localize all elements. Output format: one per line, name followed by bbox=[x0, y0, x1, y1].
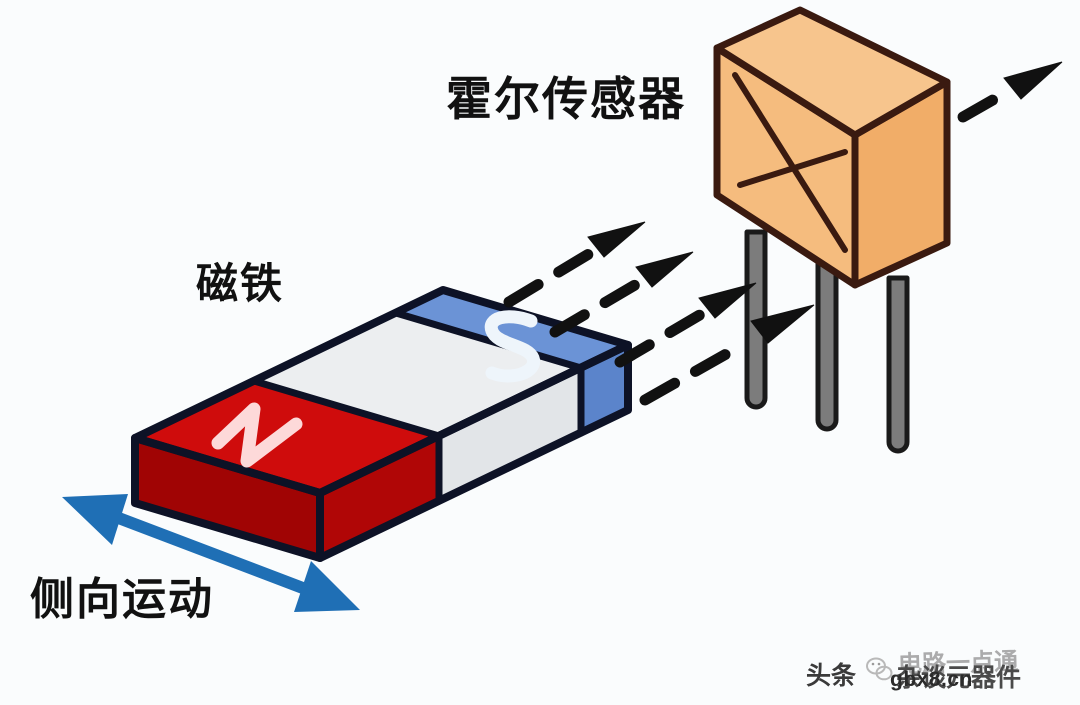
field-arrow-3 bbox=[614, 282, 757, 368]
field-arrow-4-shaft bbox=[639, 339, 748, 406]
magnet-pole-dividers bbox=[250, 309, 585, 505]
hall-sensor-label: 霍尔传感器 bbox=[446, 73, 686, 125]
watermark-url: gbx8.cn bbox=[890, 668, 973, 691]
sensor-pins bbox=[744, 229, 910, 454]
field-arrow-2-shaft bbox=[549, 276, 646, 338]
field-arrow-4-head bbox=[750, 304, 815, 344]
sensor-top-face bbox=[713, 6, 951, 139]
bar-magnet bbox=[131, 286, 632, 562]
field-arrow-5-shaft bbox=[957, 87, 1011, 123]
field-arrow-2 bbox=[549, 251, 694, 338]
magnet-outlines bbox=[131, 286, 632, 562]
motion-arrow-head-left bbox=[62, 494, 128, 545]
magnet-front-south bbox=[581, 345, 628, 433]
magnet-front-north bbox=[320, 436, 439, 558]
field-arrow-2-head bbox=[635, 251, 694, 288]
magnet-letter-n bbox=[211, 402, 303, 468]
field-arrow-1-shaft bbox=[503, 246, 598, 308]
field-arrow-3-shaft bbox=[614, 307, 709, 368]
sensor-x-stroke-2 bbox=[737, 149, 848, 188]
motion-arrow-head-right bbox=[294, 561, 360, 612]
lateral-motion-arrow bbox=[62, 494, 360, 612]
wechat-badge-icon bbox=[866, 657, 893, 681]
hall-sensor-component bbox=[713, 6, 951, 454]
magnet-label: 磁铁 bbox=[196, 260, 285, 307]
field-arrow-3-head bbox=[698, 282, 757, 319]
magnet-front-outline bbox=[316, 341, 632, 562]
field-arrow-1-head bbox=[587, 221, 646, 258]
magnetic-field-arrows bbox=[503, 61, 1063, 406]
magnet-top-south bbox=[396, 290, 628, 368]
sensor-x-stroke-1 bbox=[732, 72, 848, 253]
sensor-pin-2 bbox=[815, 253, 839, 432]
magnet-letter-s bbox=[484, 310, 540, 383]
magnet-left-end-face bbox=[135, 438, 320, 558]
watermark-account-name: 杂谈元器件 bbox=[896, 664, 1022, 692]
magnet-pole-letters bbox=[211, 310, 540, 468]
field-arrow-5-exit bbox=[957, 61, 1063, 123]
field-arrow-4 bbox=[639, 304, 815, 406]
field-arrow-5-head bbox=[1003, 61, 1063, 100]
sensor-front-x-marking bbox=[732, 72, 848, 253]
watermark: 电路一点通 头条 杂谈元器件 gbx8.cn bbox=[806, 644, 1080, 702]
watermark-platform-label: 头条 bbox=[806, 662, 857, 690]
magnet-divider-1-top bbox=[250, 377, 443, 440]
field-arrow-1 bbox=[503, 221, 646, 308]
magnet-divider-2-top bbox=[392, 309, 585, 372]
lateral-motion-label: 侧向运动 bbox=[30, 575, 214, 624]
motion-arrow-shaft bbox=[110, 511, 314, 596]
sensor-pin-3 bbox=[886, 275, 910, 454]
magnet-front-middle bbox=[439, 368, 581, 501]
